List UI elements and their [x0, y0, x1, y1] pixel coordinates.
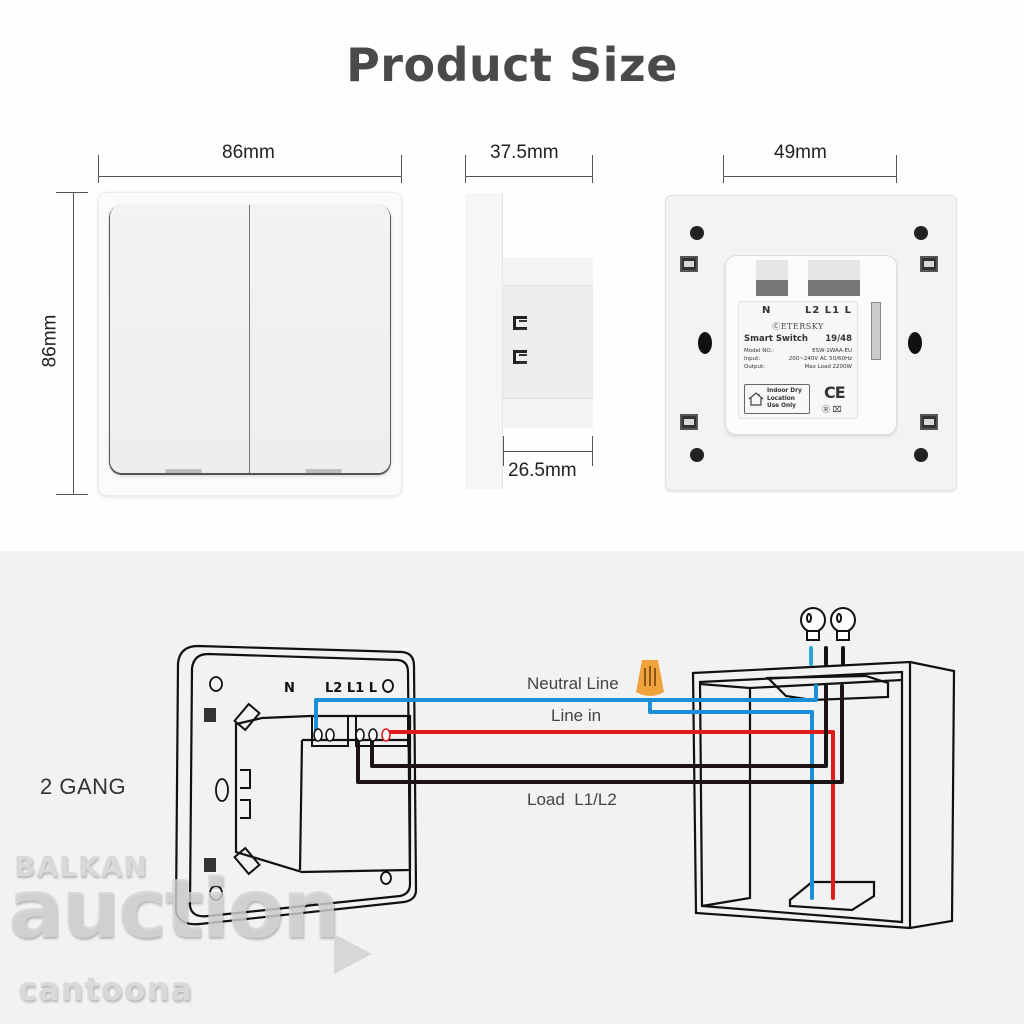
body-depth-dimension-line [503, 451, 593, 452]
clip-icon [513, 316, 527, 330]
dimension-tick [56, 494, 88, 495]
bulb-icon [830, 607, 856, 641]
led-indicator [305, 469, 342, 473]
dimension-tick [98, 155, 99, 183]
load-l1-wire [370, 684, 828, 768]
dimension-tick [401, 155, 402, 183]
neutral-supply-wire [648, 698, 814, 900]
load-label: Load L1/L2 [527, 790, 617, 809]
switch-front-frame [98, 192, 402, 496]
dimension-tick [896, 155, 897, 183]
load-l2-wire [356, 684, 844, 784]
junction-box [691, 660, 956, 930]
spec-row: Output: Max Load 2200W [744, 364, 852, 370]
terminal-l-labels: L2 L1 L [805, 305, 852, 316]
gang-button-left [110, 205, 250, 473]
dimension-tick [56, 192, 88, 193]
total-depth-label: 37.5mm [490, 142, 559, 163]
bulb-icon [800, 607, 826, 641]
module-side-strip [871, 302, 881, 360]
screw-icon [380, 871, 392, 885]
mount-slot-icon [920, 256, 938, 272]
neutral-line-label: Neutral Line [527, 674, 619, 693]
module-width-dimension-line [723, 176, 897, 177]
line-in-wire [384, 730, 835, 900]
line-in-label: Line in [551, 706, 602, 725]
terminal-n-label: N [762, 305, 771, 316]
wiring-diagram-section [0, 551, 1024, 1024]
switch-module: N L2 L1 L ⒸETERSKY Smart Switch 19/48 Mo… [726, 256, 896, 434]
mount-slot-icon [920, 414, 938, 430]
terminal-n-label: N [284, 681, 295, 696]
front-width-label: 86mm [222, 142, 275, 163]
dimension-tick [723, 155, 724, 183]
switch-side-body [503, 258, 593, 428]
mount-slot-icon [680, 256, 698, 272]
led-indicator [165, 469, 202, 473]
ce-mark-icon: CE [824, 383, 846, 402]
screw-icon [690, 448, 704, 462]
screw-icon [914, 226, 928, 240]
module-width-label: 49mm [774, 142, 827, 163]
gang-variant-label: 2 GANG [40, 774, 127, 799]
terminal-block-n [311, 715, 349, 747]
terminal-slot [756, 260, 788, 296]
dimension-tick [465, 155, 466, 183]
screw-icon [209, 885, 223, 901]
screw-icon [914, 448, 928, 462]
front-height-label: 86mm [39, 314, 61, 368]
mount-slot-icon [204, 708, 216, 722]
dimension-tick [592, 436, 593, 466]
depth-dimension-line [465, 176, 593, 177]
body-depth-label: 26.5mm [508, 460, 577, 481]
terminal-l-labels: L2 L1 L [325, 681, 377, 696]
brand-logo: ⒸETERSKY [772, 322, 824, 331]
page-title: Product Size [346, 38, 678, 92]
dimension-tick [503, 436, 504, 466]
mount-hole-icon [908, 332, 922, 354]
product-label: N L2 L1 L ⒸETERSKY Smart Switch 19/48 Mo… [738, 301, 858, 419]
spec-row: Model NO.: ESW-1WAA-EU [744, 348, 852, 354]
screw-icon [382, 679, 394, 693]
mount-slot-icon [680, 414, 698, 430]
product-name: Smart Switch [744, 334, 808, 344]
gang-button-right [250, 205, 390, 473]
switch-front-plate [110, 205, 390, 473]
switch-outline [174, 644, 418, 926]
spec-row: Input: 200~240V AC 50/60Hz [744, 356, 852, 362]
mount-hole-icon [215, 778, 229, 802]
clip-icon [233, 846, 261, 876]
width-dimension-line [98, 176, 402, 177]
mount-slot-icon [204, 858, 216, 872]
wiring-diagram: N L2 L1 L [174, 607, 956, 930]
recycle-weee-icons: Ⓡ ⌧ [822, 405, 842, 414]
clip-icon [513, 350, 527, 364]
clip-icon [233, 702, 261, 732]
mount-hole-icon [698, 332, 712, 354]
screw-icon [209, 676, 223, 692]
house-icon [748, 392, 764, 406]
neutral-wire [314, 684, 818, 740]
wire-nut-connector [636, 660, 664, 696]
switch-side-plate [465, 193, 503, 489]
screw-icon [690, 226, 704, 240]
height-dimension-line [73, 192, 74, 494]
terminal-slot [808, 260, 860, 296]
product-code: 19/48 [825, 334, 852, 344]
dimension-tick [592, 155, 593, 183]
indoor-notice: Indoor Dry Location Use Only [744, 384, 810, 414]
